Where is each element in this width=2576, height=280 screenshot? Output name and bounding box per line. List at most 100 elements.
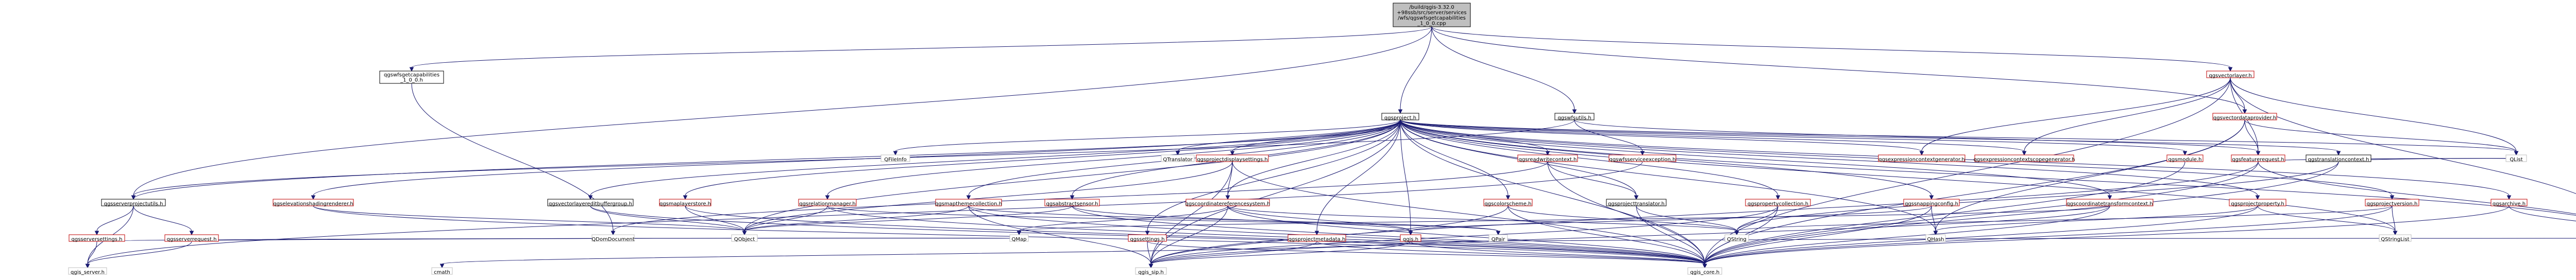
node-label: qgsfeaturerequest.h <box>2232 157 2284 163</box>
node-qgsprojectdisplaysettings-h[interactable]: qgsprojectdisplaysettings.h <box>1196 154 1269 163</box>
node-label: QFileInfo <box>884 157 907 163</box>
edge-qgsproject.h-to-qgsexpressioncontextgenerator.h <box>1400 119 1924 156</box>
node-qgswfsserviceexception-h[interactable]: qgswfsserviceexception.h <box>1608 154 1676 163</box>
edge-root-to-qgsproject.h <box>1398 26 1432 114</box>
node-label: qgis_server.h <box>71 270 105 275</box>
edge-qgsserverprojectutils.h-to-qgsproject.h <box>133 119 1403 200</box>
node-qgsmapthemecollection-h[interactable]: qgsmapthemecollection.h <box>935 199 1002 207</box>
node-label: QHash <box>1927 237 1944 242</box>
node-label: QString <box>1727 237 1747 242</box>
node-label: qgsabstractsensor.h <box>1046 201 1098 207</box>
node-label: qgsexpressioncontextscopegenerator.h <box>1974 157 2075 163</box>
edge-qgsproject.h-to-qgsmodule.h <box>1400 119 2188 156</box>
node-qgsmaplayerstore-h[interactable]: qgsmaplayerstore.h <box>659 199 711 207</box>
node-qobject: QObject <box>731 234 758 242</box>
node-label: qgsvectordataprovider.h <box>2213 115 2276 121</box>
edge-qgsvectorlayereditbuffergroup.h-to-QObject <box>590 205 747 236</box>
node-qgswfsutils-h[interactable]: qgswfsutils.h <box>1554 113 1595 121</box>
node-label: qgsprojectproperty.h <box>2231 201 2284 207</box>
node-qgsprojectmetadata-h[interactable]: qgsprojectmetadata.h <box>1287 234 1346 242</box>
edge-qgsprojectversion.h-to-QString <box>1734 205 2393 236</box>
node-qgsserverrequest-h[interactable]: qgsserverrequest.h <box>164 234 219 242</box>
node-label: /wfs/qgswfsgetcapabilities <box>1398 15 1466 21</box>
node-root: /build/qgis-3.32.0+98ssb/src/server/serv… <box>1393 3 1471 27</box>
edge-qgsproject.h-to-qgscoordinatetransformcontext.h <box>1400 119 2112 200</box>
node-qgsexpressioncontextgenerator-h[interactable]: qgsexpressioncontextgenerator.h <box>1878 154 1965 163</box>
node-qgsfeaturerequest-h[interactable]: qgsfeaturerequest.h <box>2231 154 2285 163</box>
node-qgssettings-h[interactable]: qgssettings.h <box>1128 234 1167 242</box>
node-label: QTranslator <box>1163 157 1193 163</box>
node-qgsproject-h[interactable]: qgsproject.h <box>1381 113 1419 121</box>
node-label: qgswfsutils.h <box>1557 115 1591 121</box>
edge-qgsproject.h-to-qgsprojectproperty.h <box>1400 119 2260 200</box>
node-qgis-h[interactable]: qgis.h <box>1400 234 1421 242</box>
node-label: qgscolorscheme.h <box>1484 201 1531 207</box>
edge-qgsrelationmanager.h-to-QObject <box>742 205 828 236</box>
node-qgsvectorlayereditbuffergroup-h[interactable]: qgsvectorlayereditbuffergroup.h <box>547 199 634 207</box>
node-qgstranslationcontext-h[interactable]: qgstranslationcontext.h <box>2306 154 2371 163</box>
edge-qgsreadwritecontext.h-to-qgsprojecttranslator.h <box>1547 161 1639 200</box>
node-label: qgsserverprojectutils.h <box>104 201 163 207</box>
node-qgsvectorlayer-h[interactable]: qgsvectorlayer.h <box>2206 71 2255 79</box>
node-qgsprojectproperty-h[interactable]: qgsprojectproperty.h <box>2229 199 2286 207</box>
node-qgsrelationmanager-h[interactable]: qgsrelationmanager.h <box>798 199 857 207</box>
node-qgsvectordataprovider-h[interactable]: qgsvectordataprovider.h <box>2212 113 2277 121</box>
edge-qgswfsutils.h-to-qgswfsserviceexception.h <box>1574 119 1645 156</box>
edge-qgsserverprojectutils.h-to-qgsserversettings.h <box>94 205 134 236</box>
node-label: qgscoordinatetransformcontext.h <box>2066 201 2153 207</box>
node-qgsexpressioncontextscopegenerator-h[interactable]: qgsexpressioncontextscopegenerator.h <box>1974 154 2075 163</box>
node-label: qgswfsserviceexception.h <box>1609 157 1675 163</box>
node-qgsserverprojectutils-h[interactable]: qgsserverprojectutils.h <box>101 199 166 207</box>
node-label: cmath <box>434 270 450 275</box>
edge-qgsproject.h-to-qgstranslationcontext.h <box>1400 119 2341 156</box>
node-qfileinfo: QFileInfo <box>880 154 910 163</box>
node-qgscoordinatetransformcontext-h[interactable]: qgscoordinatetransformcontext.h <box>2066 199 2154 207</box>
node-label: QStringList <box>2381 237 2409 242</box>
node-qgssnappingconfig-h[interactable]: qgssnappingconfig.h <box>1903 199 1960 207</box>
node-label: qgssnappingconfig.h <box>1905 201 1958 207</box>
nodes-layer: /build/qgis-3.32.0+98ssb/src/server/serv… <box>68 3 2528 275</box>
node-qgscoordinatereferencesystem-h[interactable]: qgscoordinatereferencesystem.h <box>1185 199 1270 207</box>
node-qgsarchive-h[interactable]: qgsarchive.h <box>2490 199 2528 207</box>
edge-qgsproject.h-to-qgselevationshadingrenderer.h <box>311 119 1401 200</box>
node-label: _1_0_0.h <box>400 78 423 83</box>
node-label: qgselevationshadingrenderer.h <box>273 201 353 207</box>
node-label: qgsexpressioncontextgenerator.h <box>1878 157 1965 163</box>
node-qgsabstractsensor-h[interactable]: qgsabstractsensor.h <box>1044 199 1100 207</box>
node-label: QDomDocument <box>591 237 634 242</box>
node-label: qgsprojectmetadata.h <box>1289 237 1346 242</box>
node-label: qgstranslationcontext.h <box>2308 157 2369 163</box>
node-qgsmodule-h[interactable]: qgsmodule.h <box>2166 154 2204 163</box>
node-label: qgsvectorlayer.h <box>2209 73 2251 79</box>
node-label: qgsmaplayerstore.h <box>659 201 711 207</box>
edge-qgsreadwritecontext.h-to-QDomDocument <box>611 161 1548 236</box>
edge-qgis.h-to-cmath <box>439 241 1411 269</box>
node-cmath: cmath <box>431 267 453 275</box>
node-qgsprojecttranslator-h[interactable]: qgsprojecttranslator.h <box>1606 199 1667 207</box>
node-label: _1_0_0.cpp <box>1417 21 1446 26</box>
node-label: qgsprojecttranslator.h <box>1608 201 1665 207</box>
node-label: qgspropertycollection.h <box>1748 201 1808 207</box>
node-qgsreadwritecontext-h[interactable]: qgsreadwritecontext.h <box>1517 154 1578 163</box>
edge-qgswfsgetcapabilities_1_0_0.h-to-QDomDocument <box>411 83 616 236</box>
node-qgselevationshadingrenderer-h[interactable]: qgselevationshadingrenderer.h <box>273 199 354 207</box>
edge-root-to-qgsserverprojectutils.h <box>131 26 1432 200</box>
node-qgsprojectversion-h[interactable]: qgsprojectversion.h <box>2365 199 2419 207</box>
edge-qgsprojectproperty.h-to-QStringList <box>2257 205 2398 236</box>
node-label: qgsvectorlayereditbuffergroup.h <box>549 201 632 207</box>
edge-qgsproject.h-to-qgsexpressioncontextscopegenerator.h <box>1400 119 2027 156</box>
node-label: qgis.h <box>1403 237 1418 242</box>
node-qgscolorscheme-h[interactable]: qgscolorscheme.h <box>1483 199 1533 207</box>
node-qgswfsgetcapabilities-1-0-0-h[interactable]: qgswfsgetcapabilities_1_0_0.h <box>379 71 444 84</box>
node-label: qgis_sip.h <box>1138 270 1164 275</box>
node-qgsserversettings-h[interactable]: qgsserversettings.h <box>69 234 125 242</box>
edge-root-to-qgswfsgetcapabilities_1_0_0.h <box>409 26 1432 72</box>
edge-root-to-qgsvectorlayer.h <box>1431 26 2233 72</box>
node-qgspropertycollection-h[interactable]: qgspropertycollection.h <box>1745 199 1811 207</box>
node-label: qgsmapthemecollection.h <box>935 201 1002 207</box>
edge-qgsproject.h-to-qgsmaplayerstore.h <box>683 119 1401 200</box>
node-label: qgssettings.h <box>1130 237 1164 242</box>
node-label: qgsmodule.h <box>2168 157 2202 163</box>
edge-qgsprojectversion.h-to-QStringList <box>2392 205 2398 236</box>
edge-qgsserverprojectutils.h-to-qgsserverrequest.h <box>133 205 194 236</box>
